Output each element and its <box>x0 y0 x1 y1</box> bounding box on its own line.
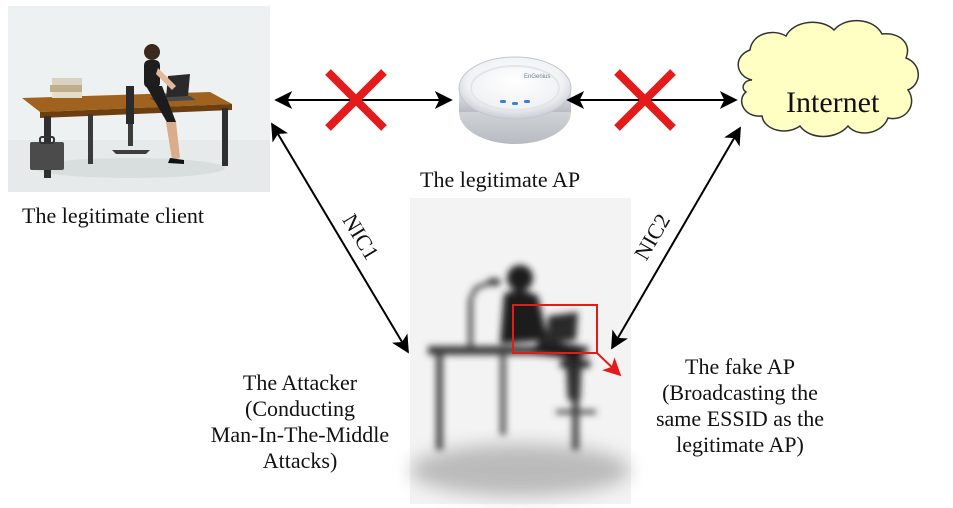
legitimate-client-image <box>8 6 270 192</box>
attacker-label-line: Man-In-The-Middle <box>210 422 390 447</box>
x-mark-icon <box>325 69 387 131</box>
fake-ap-label-line: legitimate AP) <box>676 432 804 457</box>
x-mark-icon <box>614 69 676 131</box>
attacker-label-line: (Conducting <box>245 396 355 421</box>
svg-text:EnGenius: EnGenius <box>524 74 550 80</box>
nic1-link-arrow <box>271 122 409 354</box>
legitimate-ap-label: The legitimate AP <box>420 167 581 192</box>
legitimate-client-label: The legitimate client <box>22 203 205 228</box>
nic2-link-arrow <box>611 126 741 350</box>
fake-ap-pointer-arrow <box>596 352 622 377</box>
access-point-icon: EnGenius <box>458 56 572 144</box>
fake-ap-highlight-box <box>512 304 598 354</box>
attacker-label: The Attacker (Conducting Man-In-The-Midd… <box>190 370 410 474</box>
fake-ap-label: The fake AP (Broadcasting the same ESSID… <box>630 354 850 458</box>
fake-ap-label-line: The fake AP <box>685 354 795 379</box>
cloud-icon <box>737 19 919 138</box>
attacker-image <box>410 198 631 504</box>
internet-label: Internet <box>786 86 880 119</box>
attacker-label-line: The Attacker <box>242 370 358 395</box>
fake-ap-label-line: (Broadcasting the <box>662 380 818 405</box>
fake-ap-label-line: same ESSID as the <box>655 406 825 431</box>
attacker-label-line: Attacks) <box>262 448 338 473</box>
